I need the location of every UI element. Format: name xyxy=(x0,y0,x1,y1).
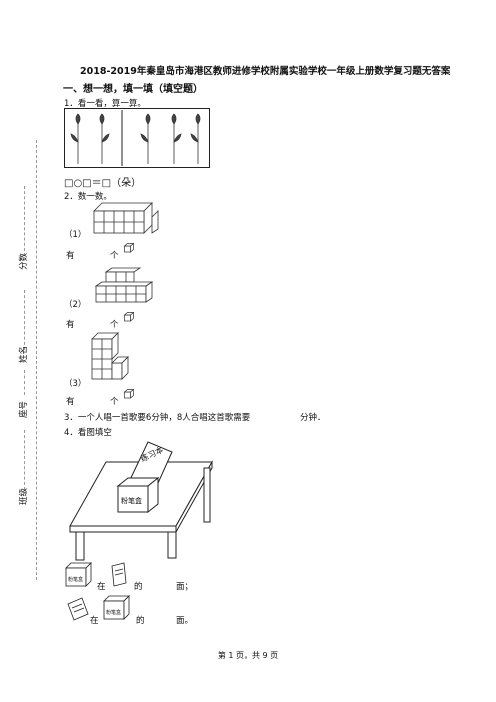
line2-de: 的 xyxy=(136,616,145,626)
small-cube-icon xyxy=(123,311,135,322)
q2-sub2-label: （2） xyxy=(64,300,87,310)
section-heading: 一、想一想，填一填（填空题） xyxy=(63,84,203,95)
line1-end: 面； xyxy=(176,582,194,592)
line1-zai: 在 xyxy=(97,582,106,592)
book-icon xyxy=(111,562,127,587)
q2-row1-you: 有 xyxy=(66,251,75,261)
q2-sub1-label: （1） xyxy=(64,230,87,240)
page-footer: 第 1 页，共 9 页 xyxy=(217,651,279,660)
question-3-text: 3．一个人唱一首歌要6分钟，8人合唱这首歌需要 xyxy=(64,413,251,423)
q2-row1-ge: 个 xyxy=(110,251,119,261)
q2-sub3-label: （3） xyxy=(64,379,87,389)
flower-icon xyxy=(70,113,201,164)
pencilbox-label: 粉笔盒 xyxy=(121,497,142,505)
small-box-label-2: 粉笔盒 xyxy=(106,610,122,616)
binding-dashed-line xyxy=(36,140,37,580)
binding-underline-class xyxy=(24,430,25,490)
small-cube-icon xyxy=(123,242,135,253)
small-box-label-1: 粉笔盒 xyxy=(68,577,84,583)
q2-row2-you: 有 xyxy=(66,320,75,330)
cube-figure-3 xyxy=(91,332,129,380)
margin-class-label: 班级 xyxy=(19,487,29,505)
margin-seat-label: 座号 xyxy=(19,400,29,418)
q2-row3-you: 有 xyxy=(66,397,75,407)
cube-figure-1 xyxy=(93,202,159,234)
question-4-text: 4．看图填空 xyxy=(64,428,112,438)
question-1-text: 1．看一看，算一算。 xyxy=(64,99,146,109)
small-cube-icon xyxy=(123,388,135,399)
line2-zai: 在 xyxy=(90,616,99,626)
margin-score-label: 分数 xyxy=(19,252,29,270)
question-3-unit: 分钟． xyxy=(300,413,326,423)
cube-figure-2 xyxy=(94,267,154,303)
question-1-formula: □○□＝□（朵） xyxy=(64,178,142,189)
line2-end: 面。 xyxy=(176,616,194,626)
q2-row2-ge: 个 xyxy=(110,320,119,330)
document-title: 2018-2019年秦皇岛市海港区教师进修学校附属实验学校一年级上册数学复习题无… xyxy=(80,66,451,77)
margin-name-label: 姓名 xyxy=(19,345,29,363)
line1-de: 的 xyxy=(134,582,143,592)
small-box-icon xyxy=(65,562,92,587)
q2-row3-ge: 个 xyxy=(110,397,119,407)
flowers-picture xyxy=(64,108,210,168)
binding-underline-seat xyxy=(24,370,25,395)
table-scene xyxy=(69,441,213,561)
book-icon xyxy=(67,597,89,621)
question-2-text: 2．数一数。 xyxy=(64,192,112,202)
binding-underline-name xyxy=(24,290,25,350)
binding-underline-score xyxy=(24,186,25,256)
small-box-icon xyxy=(103,595,130,620)
